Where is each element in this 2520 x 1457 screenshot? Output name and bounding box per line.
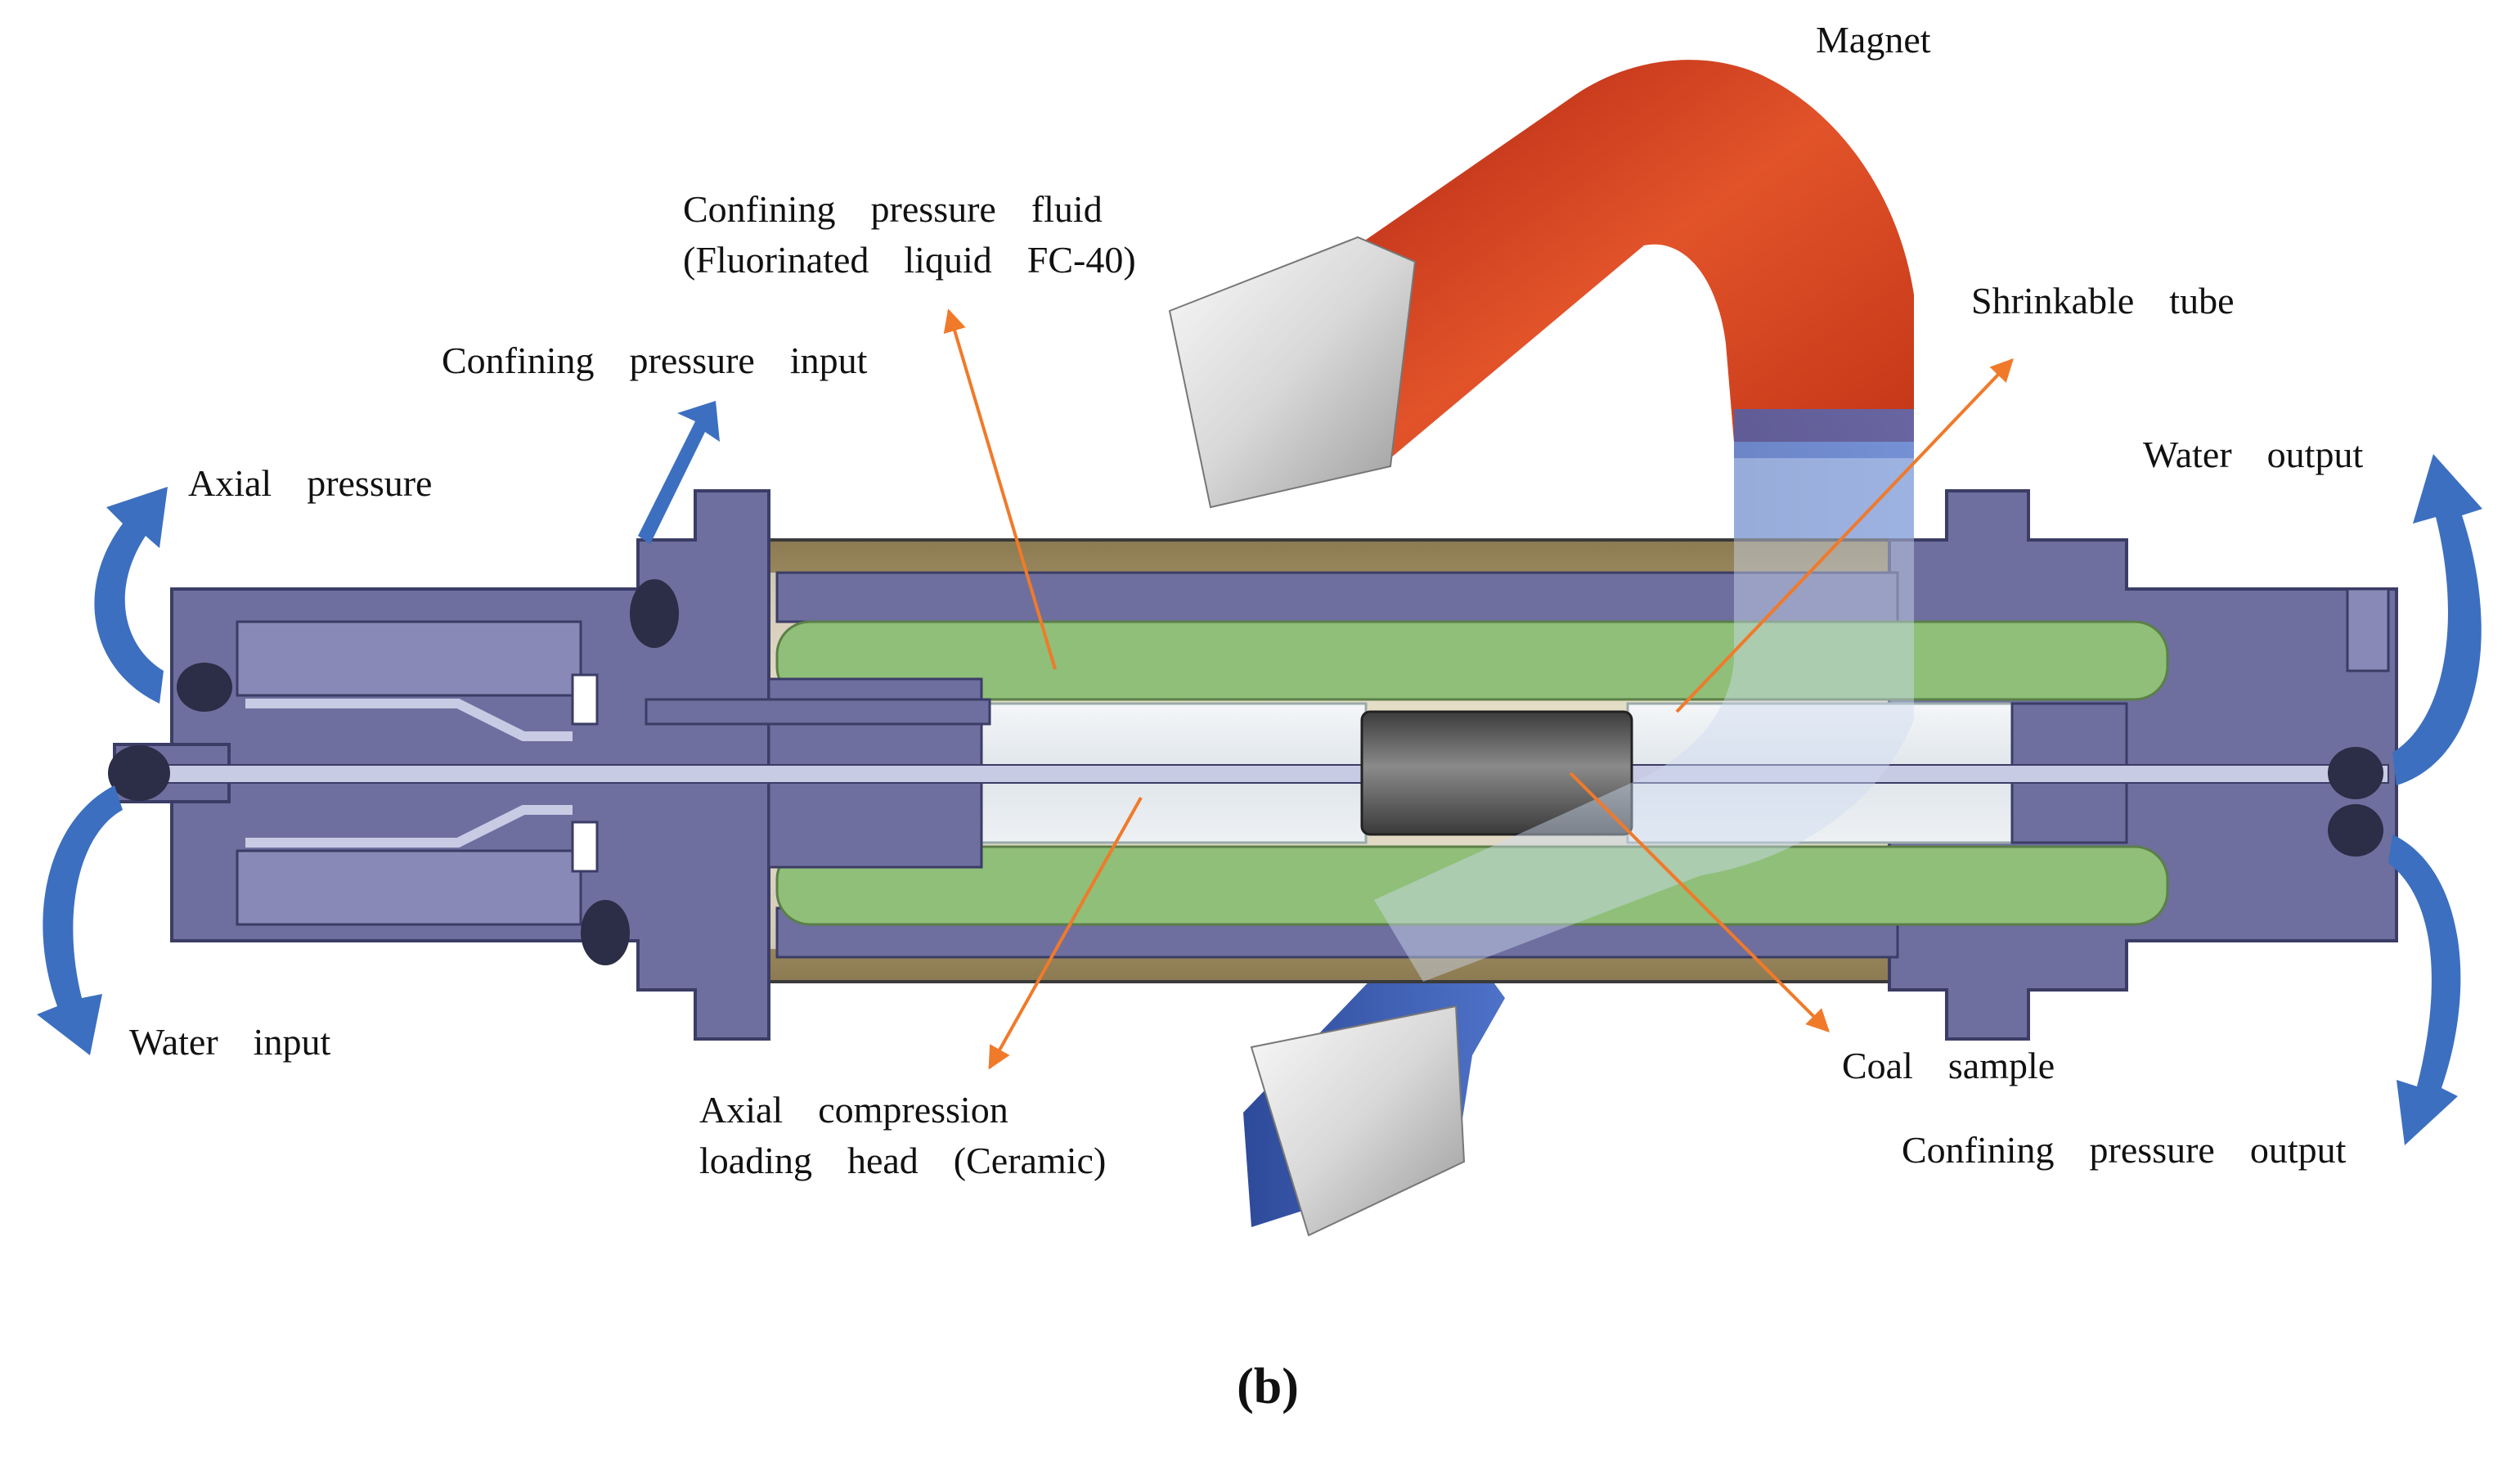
core-holder <box>108 489 2398 1041</box>
water-input-arrow <box>37 785 123 1055</box>
label-confining-fluid-line2: (Fluorinated liquid FC-40) <box>683 239 1136 281</box>
water-output-arrow <box>2392 454 2482 785</box>
flow-arrows <box>37 401 2482 1145</box>
fitting-left <box>108 745 170 801</box>
leader-confining-fluid <box>943 308 1057 670</box>
coal-sample <box>1360 710 1633 836</box>
axial-pressure-arrow <box>94 487 168 704</box>
label-water-output: Water output <box>2143 434 2364 475</box>
label-confining-fluid-line1: Confining pressure fluid <box>683 188 1103 230</box>
confining-fluid-top <box>775 620 2169 701</box>
label-axial-head-line2: loading head (Ceramic) <box>699 1140 1107 1181</box>
label-confining-output: Confining pressure output <box>1902 1129 2347 1171</box>
leader-shrinkable-tube <box>1675 358 2014 713</box>
label-coal-sample: Coal sample <box>1842 1045 2055 1086</box>
confining-input-arrow <box>638 401 720 544</box>
label-axial-pressure: Axial pressure <box>188 462 433 504</box>
leader-lines <box>943 308 2014 1070</box>
leader-coal-sample <box>1569 771 1830 1032</box>
label-water-input: Water input <box>129 1021 331 1063</box>
confining-fluid-bottom <box>775 845 2169 926</box>
magnet-transparent-overlay <box>1374 458 1914 982</box>
flow-channel <box>114 764 2389 784</box>
label-confining-input: Confining pressure input <box>442 340 868 381</box>
magnet-upper-arm <box>1358 60 1914 458</box>
leader-axial-head <box>988 797 1143 1070</box>
label-axial-head-line1: Axial compression <box>699 1089 1008 1131</box>
label-magnet: Magnet <box>1816 19 1931 61</box>
magnet-pole-upper <box>1168 236 1417 509</box>
label-shrinkable-tube: Shrinkable tube <box>1971 280 2235 322</box>
figure-caption: (b) <box>1237 1359 1299 1414</box>
internal-sleeve-top <box>775 571 1899 623</box>
magnet-pole-lower <box>1250 1005 1466 1237</box>
confining-output-arrow <box>2388 834 2461 1145</box>
